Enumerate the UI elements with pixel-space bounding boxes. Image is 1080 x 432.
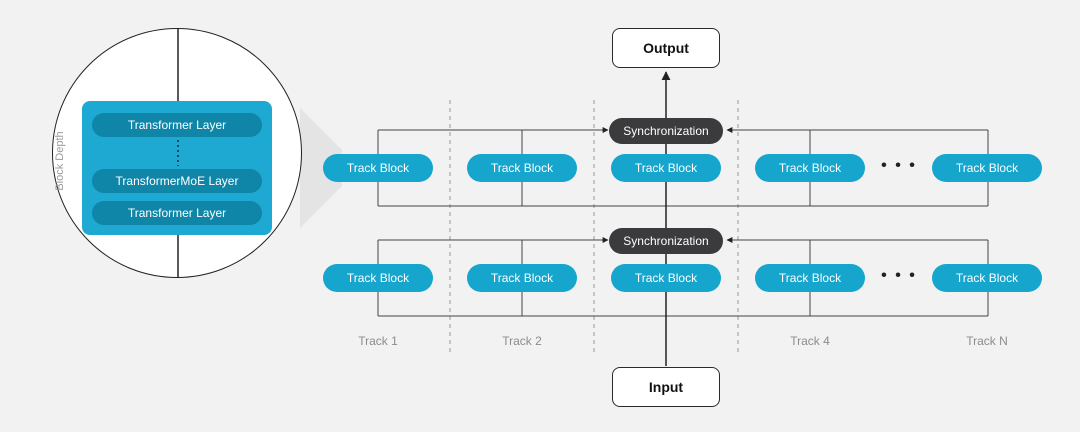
track-label-2: Track 2: [502, 334, 542, 348]
transformer-moe-layer: TransformerMoE Layer: [92, 169, 262, 193]
layer-dots: [177, 140, 179, 166]
zoom-lines: [177, 29, 179, 277]
track-block: Track Block: [932, 264, 1042, 292]
track-block: Track Block: [755, 154, 865, 182]
track-label-n: Track N: [966, 334, 1008, 348]
track-block: Track Block: [323, 154, 433, 182]
zoom-wedge: [300, 108, 342, 228]
track-block: Track Block: [467, 154, 577, 182]
lower-sync-bus: [377, 237, 989, 317]
track-block: Track Block: [467, 264, 577, 292]
ellipsis-lower: • • •: [881, 267, 917, 284]
track-block: Track Block: [611, 264, 721, 292]
output-box: Output: [612, 28, 720, 68]
track-block: Track Block: [323, 264, 433, 292]
input-box: Input: [612, 367, 720, 407]
track-label-1: Track 1: [358, 334, 398, 348]
ellipsis-upper: • • •: [881, 157, 917, 174]
sync-pill-top: Synchronization: [609, 118, 723, 144]
track-label-4: Track 4: [790, 334, 830, 348]
transformer-layer-top: Transformer Layer: [92, 113, 262, 137]
track-block: Track Block: [611, 154, 721, 182]
block-depth-label: Block Depth: [54, 131, 66, 191]
track-block: Track Block: [932, 154, 1042, 182]
track-block: Track Block: [755, 264, 865, 292]
transformer-layer-bottom: Transformer Layer: [92, 201, 262, 225]
sync-pill-bottom: Synchronization: [609, 228, 723, 254]
upper-sync-bus: [377, 127, 989, 207]
